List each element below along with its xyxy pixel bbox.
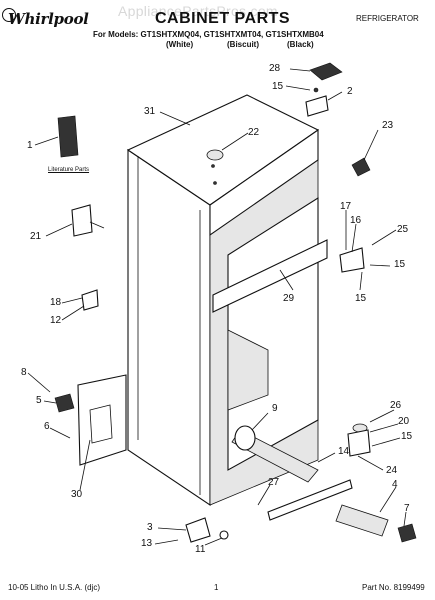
callout-18: 18 (50, 297, 62, 308)
callout-2: 2 (347, 86, 353, 97)
part-20-hinge (347, 429, 371, 457)
footer-page-number: 1 (214, 583, 219, 592)
callout-8: 8 (21, 367, 27, 378)
brand-logo-ring (2, 8, 16, 22)
callout-26: 26 (390, 400, 402, 411)
part-21-bracket (71, 204, 93, 237)
part-30-panel (77, 374, 127, 466)
callout-30: 30 (71, 489, 83, 500)
part-17-hinge (339, 247, 365, 273)
model-numbers: For Models: GT1SHTXMQ04, GT1SHTXMT04, GT… (93, 30, 324, 39)
literature-parts-caption: Literature Parts (48, 167, 90, 173)
footer-part-number: Part No. 8199499 (362, 583, 425, 592)
callout-15-hinge: 15 (355, 293, 367, 304)
finish-white: (White) (166, 40, 194, 49)
callout-7: 7 (404, 503, 410, 514)
callout-20: 20 (398, 416, 410, 427)
brand-logo: Whirlpool (8, 10, 89, 28)
callout-21: 21 (30, 231, 42, 242)
callout-3: 3 (147, 522, 153, 533)
callout-12: 12 (50, 315, 62, 326)
part-23 (351, 157, 371, 177)
callout-16: 16 (350, 215, 362, 226)
page-title: CABINET PARTS (155, 10, 291, 27)
part-5 (54, 393, 75, 413)
callout-28: 28 (269, 63, 281, 74)
callout-6: 6 (44, 421, 50, 432)
part-24-grille (267, 479, 353, 521)
part-18-bracket (81, 289, 99, 311)
part-3-roller (185, 517, 211, 543)
callout-25: 25 (397, 224, 409, 235)
part-22-cap (206, 149, 224, 161)
footer-litho: 10-05 Litho In U.S.A. (djc) (8, 583, 101, 592)
callout-14: 14 (338, 446, 350, 457)
finish-black: (Black) (287, 40, 314, 49)
part-28-cap (309, 62, 343, 81)
literature-booklet (57, 115, 79, 158)
callout-11: 11 (195, 544, 206, 555)
callout-9: 9 (272, 403, 278, 414)
appliance-category: REFRIGERATOR (356, 14, 419, 23)
callout-13: 13 (141, 538, 153, 549)
part-4 (335, 504, 389, 537)
callout-29: 29 (283, 293, 295, 304)
callout-22: 22 (248, 127, 260, 138)
callout-17: 17 (340, 201, 352, 212)
callout-31: 31 (144, 106, 156, 117)
callout-27: 27 (268, 477, 280, 488)
callout-24: 24 (386, 465, 398, 476)
callout-23: 23 (382, 120, 394, 131)
finish-biscuit: (Biscuit) (227, 40, 259, 49)
leader-lines (27, 68, 407, 546)
part-2-hinge (305, 95, 329, 117)
callout-4: 4 (392, 479, 398, 490)
divider-part-29 (212, 239, 328, 313)
callout-15-top: 15 (272, 81, 284, 92)
callout-15-right: 15 (394, 259, 406, 270)
callout-5: 5 (36, 395, 42, 406)
callout-15-lower: 15 (401, 431, 413, 442)
callout-1: 1 (27, 140, 33, 151)
watermark-text: AppliancePartsPros.com (118, 3, 278, 19)
